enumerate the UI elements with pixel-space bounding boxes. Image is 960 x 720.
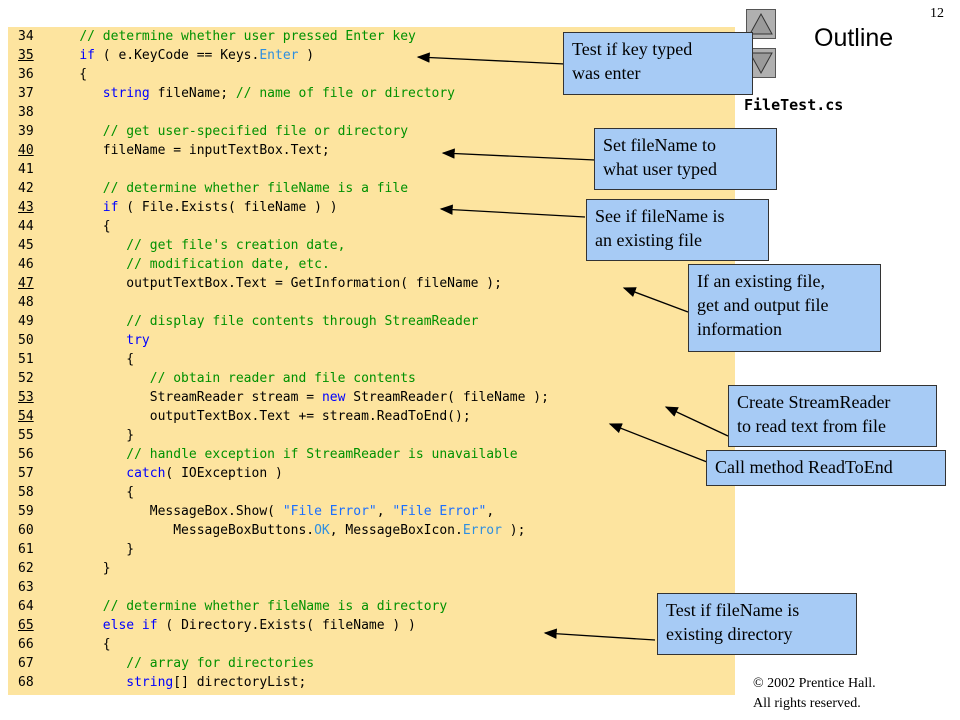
code-text: { (48, 352, 135, 367)
line-number: 65 (18, 618, 34, 633)
callout-directory: Test if fileName is existing directory (657, 593, 857, 655)
code-text: { (48, 67, 88, 82)
code-text: // determine whether fileName is a direc… (102, 599, 448, 614)
line-number: 49 (18, 314, 34, 329)
callout-existing-file: See if fileName is an existing file (586, 199, 769, 261)
line-number: 63 (18, 580, 34, 595)
code-text: // determine whether fileName is a file (102, 181, 409, 196)
page-number: 12 (930, 6, 944, 21)
callout-set-filename: Set fileName to what user typed (594, 128, 777, 190)
line-number: 58 (18, 485, 34, 500)
line-number: 40 (18, 143, 34, 158)
callout-readtoend: Call method ReadToEnd (706, 450, 946, 486)
code-text: // obtain reader and file contents (149, 371, 416, 386)
code-text: // handle exception if StreamReader is u… (126, 447, 518, 462)
code-text: string fileName; // name of file or dire… (102, 86, 456, 101)
line-number: 50 (18, 333, 34, 348)
line-number: 37 (18, 86, 34, 101)
code-text: } (48, 428, 135, 443)
next-slide-button[interactable] (746, 48, 776, 78)
code-text: // display file contents through StreamR… (126, 314, 479, 329)
line-number: 52 (18, 371, 34, 386)
code-text: { (48, 637, 111, 652)
line-number: 64 (18, 599, 34, 614)
code-text: { (48, 485, 135, 500)
code-text: string[] directoryList; (126, 675, 307, 690)
code-text: else if ( Directory.Exists( fileName ) ) (102, 618, 416, 633)
line-number: 67 (18, 656, 34, 671)
line-number: 54 (18, 409, 34, 424)
line-number: 68 (18, 675, 34, 690)
line-number: 61 (18, 542, 34, 557)
line-number: 35 (18, 48, 34, 63)
code-text: // get file's creation date, (126, 238, 346, 253)
line-number: 46 (18, 257, 34, 272)
callout-streamreader: Create StreamReader to read text from fi… (728, 385, 937, 447)
line-number: 55 (18, 428, 34, 443)
line-number: 62 (18, 561, 34, 576)
file-name: FileTest.cs (744, 96, 844, 114)
line-number: 47 (18, 276, 34, 291)
copyright: © 2002 Prentice Hall. All rights reserve… (753, 674, 876, 714)
line-number: 42 (18, 181, 34, 196)
code-text: MessageBoxButtons.OK, MessageBoxIcon.Err… (48, 523, 526, 538)
code-text: fileName = inputTextBox.Text; (48, 143, 330, 158)
code-text: } (48, 542, 135, 557)
line-number: 60 (18, 523, 34, 538)
code-text: if ( e.KeyCode == Keys.Enter ) (79, 48, 315, 63)
arrow-up-icon (749, 12, 773, 35)
code-text: outputTextBox.Text = GetInformation( fil… (48, 276, 502, 291)
code-text: try (126, 333, 150, 348)
code-text: } (48, 561, 111, 576)
line-number: 43 (18, 200, 34, 215)
arrow-down-icon (749, 52, 773, 75)
code-text: // array for directories (126, 656, 315, 671)
line-number: 45 (18, 238, 34, 253)
line-number: 44 (18, 219, 34, 234)
code-text: // modification date, etc. (126, 257, 330, 272)
code-text: // get user-specified file or directory (102, 124, 409, 139)
code-text: if ( File.Exists( fileName ) ) (102, 200, 338, 215)
copyright-line-2: All rights reserved. (753, 696, 861, 711)
code-text: MessageBox.Show( "File Error", "File Err… (48, 504, 495, 519)
outline-title: Outline (814, 24, 894, 52)
code-text: StreamReader stream = new StreamReader( … (48, 390, 549, 405)
line-number: 59 (18, 504, 34, 519)
line-number: 51 (18, 352, 34, 367)
line-number: 41 (18, 162, 34, 177)
line-number: 57 (18, 466, 34, 481)
callout-key-enter: Test if key typed was enter (563, 32, 753, 95)
code-text: catch( IOException ) (126, 466, 283, 481)
callout-file-info: If an existing file, get and output file… (688, 264, 881, 352)
line-number: 36 (18, 67, 34, 82)
copyright-line-1: © 2002 Prentice Hall. (753, 676, 876, 691)
line-number: 39 (18, 124, 34, 139)
code-text: { (48, 219, 111, 234)
line-number: 66 (18, 637, 34, 652)
line-number: 53 (18, 390, 34, 405)
line-number: 38 (18, 105, 34, 120)
code-text: // determine whether user pressed Enter … (79, 29, 416, 44)
line-number: 34 (18, 29, 34, 44)
code-text: outputTextBox.Text += stream.ReadToEnd()… (48, 409, 471, 424)
line-number: 48 (18, 295, 34, 310)
line-number: 56 (18, 447, 34, 462)
